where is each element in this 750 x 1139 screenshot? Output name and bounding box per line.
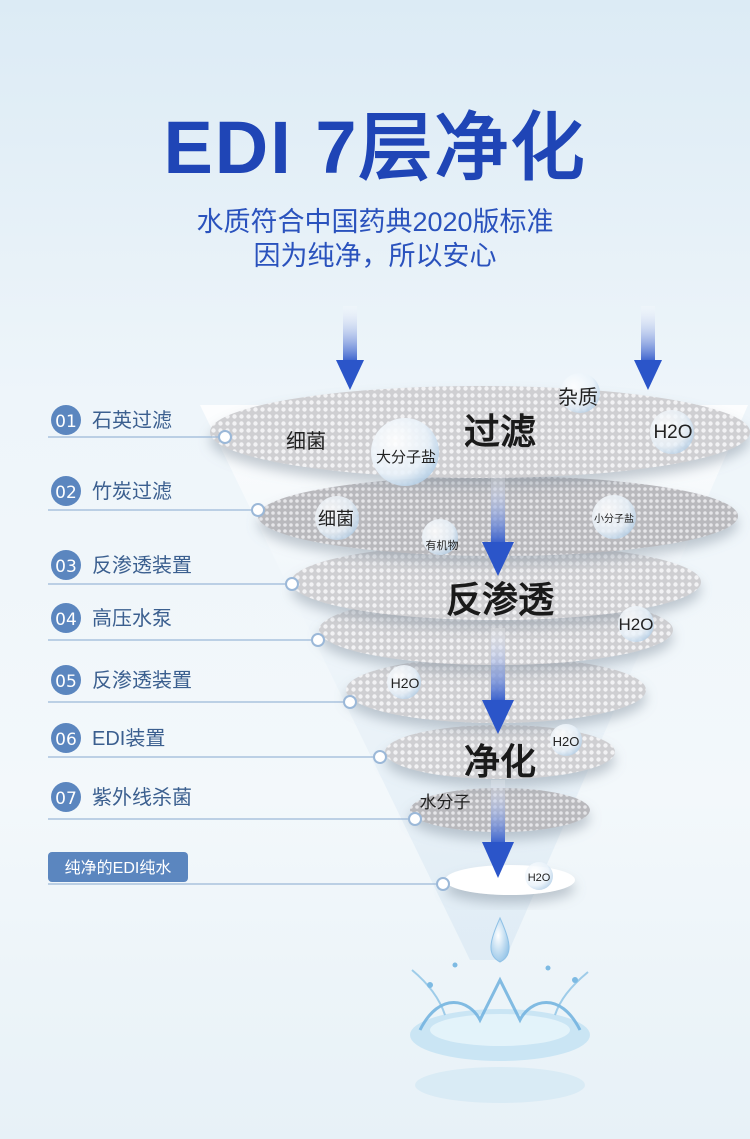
step-badge xyxy=(51,405,81,435)
flow-arrow-3 xyxy=(482,780,514,878)
particle-bacteria-2: 细菌 xyxy=(318,509,354,529)
flow-arrow-2 xyxy=(482,628,514,734)
water-splash-icon xyxy=(410,916,590,1103)
page-title: EDI 7层净化 xyxy=(163,106,587,189)
step-01: 01 石英过滤 xyxy=(48,405,232,444)
step-number: 01 xyxy=(55,412,77,432)
entry-arrow-right xyxy=(634,306,662,390)
step-label: 竹炭过滤 xyxy=(92,480,172,503)
entry-arrow-left xyxy=(336,306,364,390)
final-label: 纯净的EDI纯水 xyxy=(65,859,172,877)
disk-1 xyxy=(210,386,750,478)
particle-impurity: 杂质 xyxy=(558,386,598,409)
particle-organic: 有机物 xyxy=(426,538,459,552)
particle-h2o-5: H2O xyxy=(528,872,551,884)
particle-h2o-4: H2O xyxy=(553,734,580,749)
subtitle-slogan: 因为纯净，所以安心 xyxy=(253,241,497,271)
step-03: 03 反渗透装置 xyxy=(48,550,299,591)
layer-title-filter: 过滤 xyxy=(464,411,536,452)
step-badge xyxy=(51,782,81,812)
particle-small-salt: 小分子盐 xyxy=(594,512,634,525)
step-number: 05 xyxy=(55,672,77,692)
step-badge xyxy=(51,723,81,753)
step-label: 石英过滤 xyxy=(92,409,172,432)
step-number: 06 xyxy=(55,730,77,750)
step-02: 02 竹炭过滤 xyxy=(48,476,265,517)
layer-title-purify: 净化 xyxy=(464,741,536,782)
step-number: 04 xyxy=(55,610,77,630)
step-number: 02 xyxy=(55,483,77,503)
step-label: 反渗透装置 xyxy=(92,669,192,692)
disk-3 xyxy=(291,544,701,620)
step-badge xyxy=(51,603,81,633)
particle-h2o-2: H2O xyxy=(619,615,654,634)
particle-large-salt: 大分子盐 xyxy=(376,449,436,466)
subtitle-standard: 水质符合中国药典2020版标准 xyxy=(196,207,554,237)
flow-arrow-1 xyxy=(482,474,514,576)
step-number: 07 xyxy=(55,789,77,809)
particle-bacteria-1: 细菌 xyxy=(286,430,326,453)
step-07: 07 紫外线杀菌 xyxy=(48,782,422,826)
disk-8 xyxy=(445,865,575,895)
step-number: 03 xyxy=(55,557,77,577)
step-label: 高压水泵 xyxy=(92,607,172,630)
step-label: 反渗透装置 xyxy=(92,554,192,577)
step-label: EDI装置 xyxy=(92,727,165,750)
step-label: 紫外线杀菌 xyxy=(92,786,192,809)
step-badge xyxy=(51,550,81,580)
step-badge xyxy=(51,476,81,506)
final-badge xyxy=(48,852,188,882)
step-05: 05 反渗透装置 xyxy=(48,665,357,709)
layer-title-ro: 反渗透 xyxy=(446,579,555,620)
particle-h2o-3: H2O xyxy=(391,675,420,691)
step-06: 06 EDI装置 xyxy=(48,723,387,764)
particle-h2o-1: H2O xyxy=(653,422,692,443)
step-04: 04 高压水泵 xyxy=(48,603,325,647)
step-badge xyxy=(51,665,81,695)
final-output: 纯净的EDI纯水 xyxy=(48,852,450,891)
particle-water-molecule: 水分子 xyxy=(420,793,471,812)
particle-bubbles xyxy=(315,373,694,890)
